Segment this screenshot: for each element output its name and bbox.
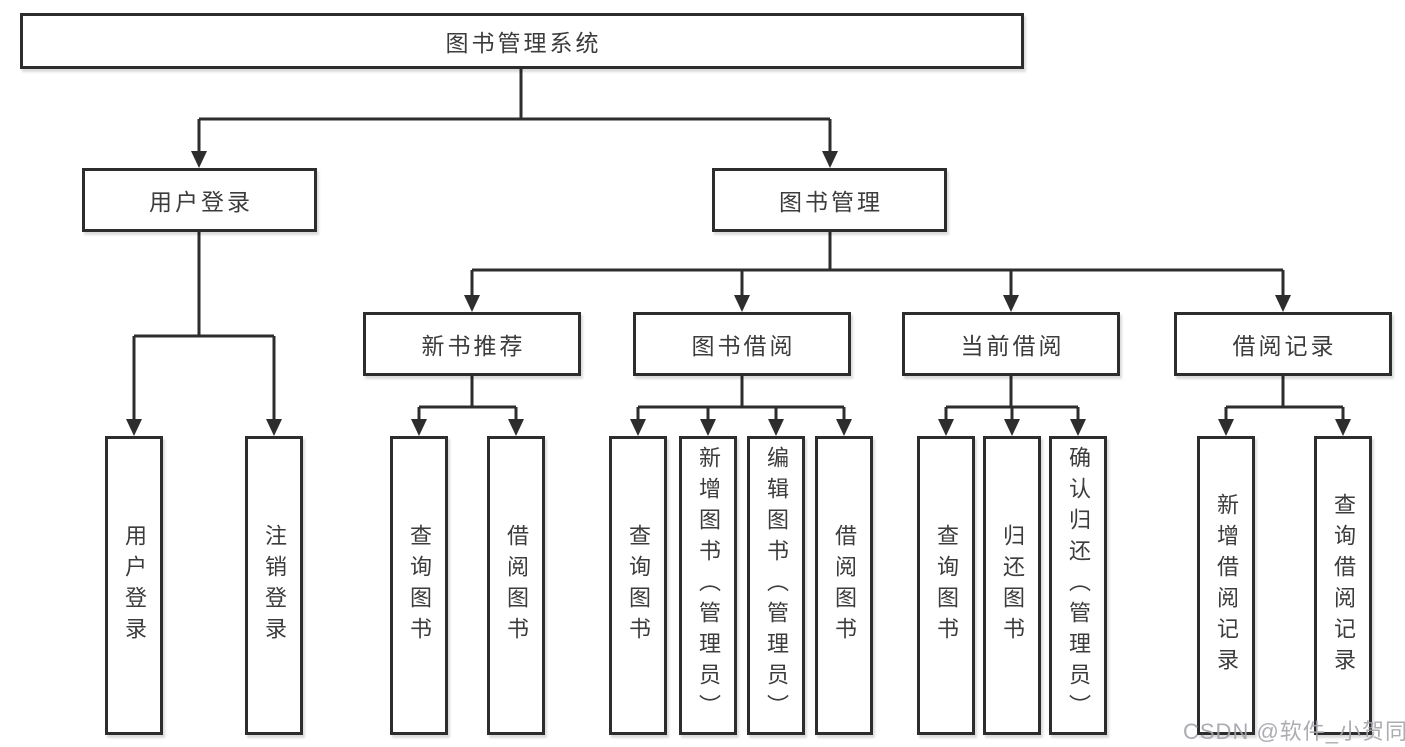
node-new-book-recommend: 新书推荐: [363, 312, 581, 376]
leaf-add-borrow-record: 新增借阅记录: [1197, 436, 1255, 735]
csdn-watermark: CSDN @软件_小贺同学: [1183, 719, 1405, 744]
node-book-borrowing-label: 图书借阅: [691, 333, 796, 359]
node-new-book-recommend-label: 新书推荐: [421, 333, 526, 359]
leaf-query-books-current-label: 查询图书: [934, 523, 959, 648]
node-user-login-label: 用户登录: [149, 189, 253, 215]
node-book-borrowing: 图书借阅: [633, 312, 851, 376]
node-borrowing-records: 借阅记录: [1174, 312, 1392, 376]
node-current-borrowing-label: 当前借阅: [960, 333, 1065, 359]
leaf-user-login: 用户登录: [105, 436, 163, 735]
leaf-edit-book-admin: 编辑图书（管理员）: [747, 436, 805, 735]
leaf-query-borrow-record-label: 查询借阅记录: [1331, 492, 1356, 679]
leaf-confirm-return-admin: 确认归还（管理员）: [1049, 436, 1107, 735]
leaf-logout-label: 注销登录: [262, 523, 287, 648]
node-root: 图书管理系统: [20, 13, 1024, 69]
leaf-query-books-recommend-label: 查询图书: [407, 523, 432, 648]
leaf-query-books-borrowing-label: 查询图书: [626, 523, 651, 648]
leaf-borrow-books: 借阅图书: [815, 436, 873, 735]
leaf-return-book-label: 归还图书: [1000, 523, 1025, 648]
leaf-borrow-books-recommend: 借阅图书: [487, 436, 545, 735]
leaf-add-borrow-record-label: 新增借阅记录: [1214, 492, 1239, 679]
node-current-borrowing: 当前借阅: [902, 312, 1120, 376]
node-book-management: 图书管理: [712, 168, 947, 232]
leaf-query-books-borrowing: 查询图书: [609, 436, 667, 735]
leaf-query-books-recommend: 查询图书: [390, 436, 448, 735]
leaf-return-book: 归还图书: [983, 436, 1041, 735]
node-user-login: 用户登录: [82, 168, 317, 232]
connector-stems: [132, 69, 1345, 421]
leaf-add-book-admin: 新增图书（管理员）: [679, 436, 737, 735]
leaf-borrow-books-recommend-label: 借阅图书: [504, 523, 529, 648]
leaf-borrow-books-label: 借阅图书: [832, 523, 857, 648]
arrowheads: [126, 151, 1351, 436]
node-book-management-label: 图书管理: [779, 189, 883, 215]
leaf-edit-book-admin-label: 编辑图书（管理员）: [764, 446, 789, 725]
leaf-query-books-current: 查询图书: [917, 436, 975, 735]
node-borrowing-records-label: 借阅记录: [1232, 333, 1337, 359]
leaf-logout: 注销登录: [245, 436, 303, 735]
leaf-query-borrow-record: 查询借阅记录: [1314, 436, 1372, 735]
leaf-add-book-admin-label: 新增图书（管理员）: [696, 446, 721, 725]
leaf-confirm-return-admin-label: 确认归还（管理员）: [1066, 446, 1091, 725]
node-root-label: 图书管理系统: [445, 30, 602, 56]
leaf-user-login-label: 用户登录: [122, 523, 147, 648]
